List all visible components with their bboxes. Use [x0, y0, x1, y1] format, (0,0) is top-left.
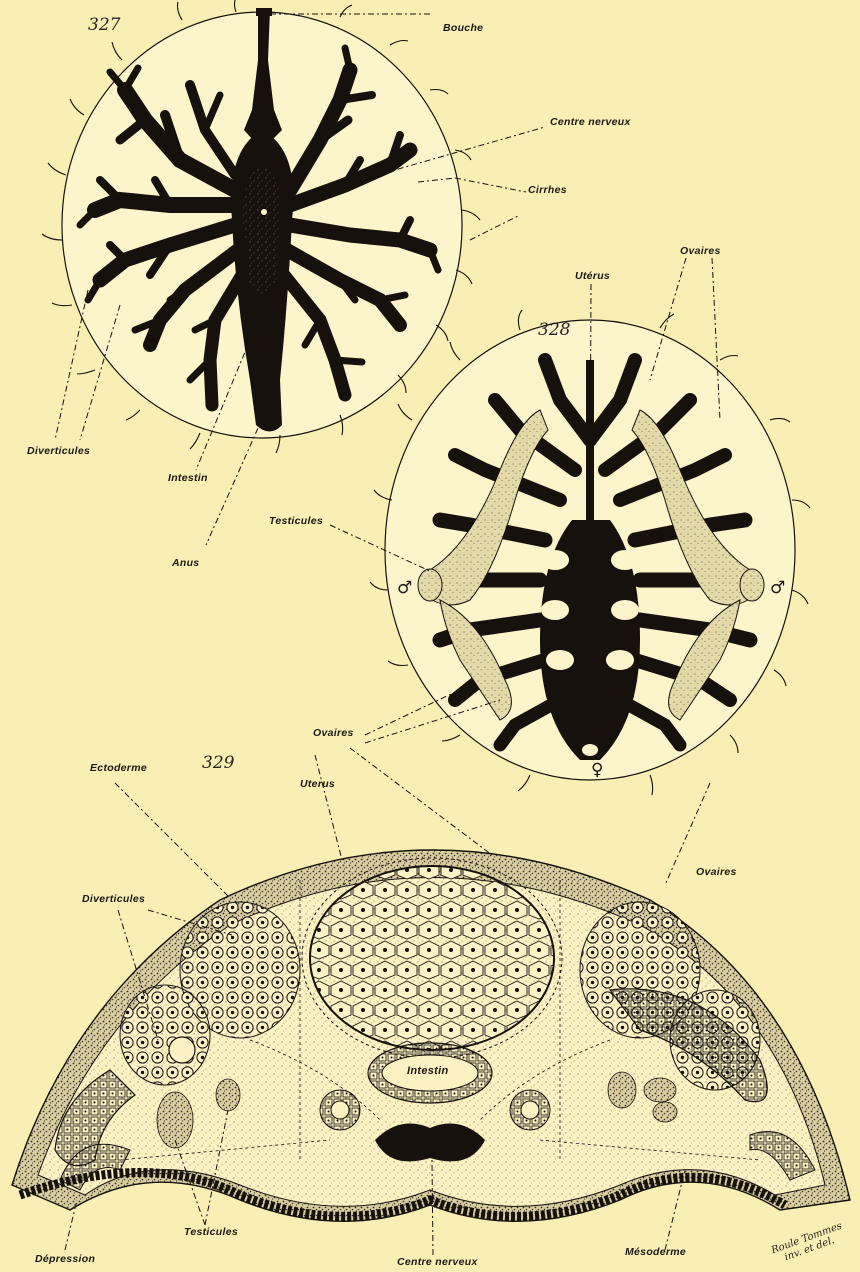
label-diverticules-329: Diverticules — [82, 893, 145, 905]
label-mesoderme: Mésoderme — [625, 1246, 686, 1258]
label-ectoderme: Ectoderme — [90, 762, 147, 774]
label-ovaires-top: Ovaires — [680, 245, 721, 257]
label-bouche: Bouche — [443, 22, 483, 34]
label-uterus-328: Utérus — [575, 270, 610, 282]
label-uterus-329: Uterus — [300, 778, 335, 790]
figure-329-drawing — [12, 850, 850, 1221]
label-depression: Dépression — [35, 1253, 95, 1265]
label-testicules-328: Testicules — [269, 515, 323, 527]
female-symbol: ♀ — [591, 760, 603, 780]
label-anus: Anus — [172, 557, 199, 569]
label-centre-nerveux-bottom: Centre nerveux — [397, 1256, 478, 1268]
male-symbol-right: ♂ — [770, 578, 785, 598]
male-symbol-left: ♂ — [397, 578, 412, 598]
label-testicules-329: Testicules — [184, 1226, 238, 1238]
label-ovaires-mid: Ovaires — [313, 727, 354, 739]
figure-number-327: 327 — [88, 15, 120, 35]
label-diverticules-327: Diverticules — [27, 445, 90, 457]
figure-number-328: 328 — [538, 320, 570, 340]
figure-328-drawing — [370, 310, 810, 795]
label-ovaires-329: Ovaires — [696, 866, 737, 878]
label-cirrhes: Cirrhes — [528, 184, 567, 196]
label-intestin-329: Intestin — [407, 1065, 449, 1077]
figure-number-329: 329 — [202, 753, 234, 773]
figure-327-drawing — [42, 0, 480, 453]
label-intestin-327: Intestin — [168, 472, 208, 484]
label-centre-nerveux-top: Centre nerveux — [550, 116, 631, 128]
